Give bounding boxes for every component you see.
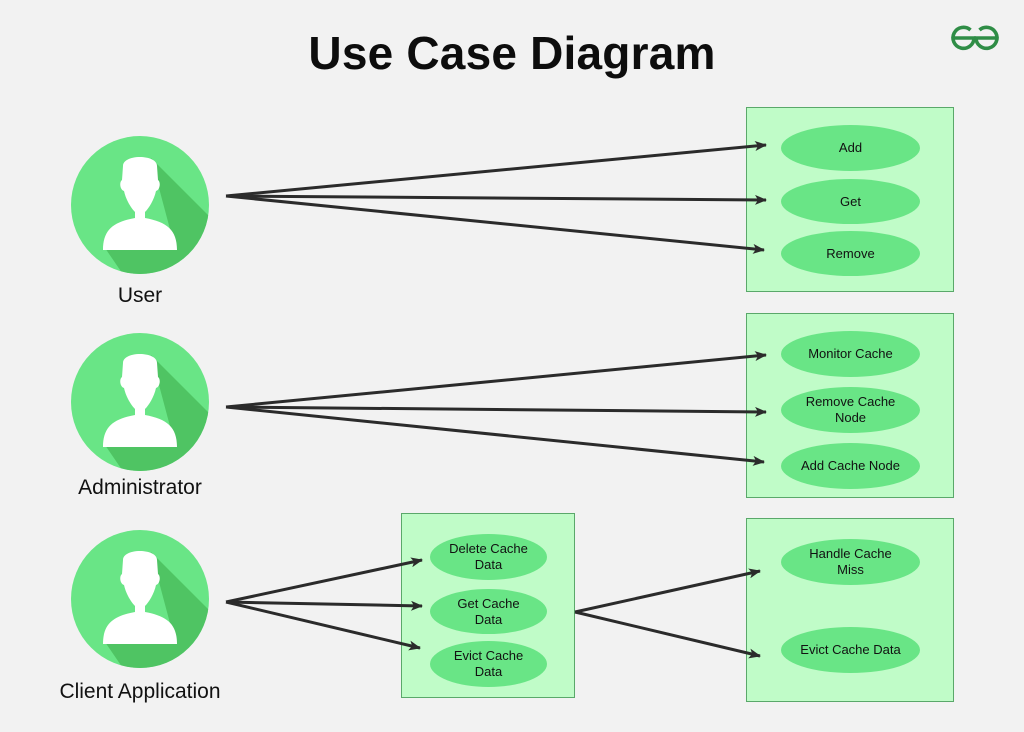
arrow-box-handle-miss bbox=[574, 568, 761, 614]
client-application-avatar-icon bbox=[71, 530, 209, 668]
system-box-client-cache-ops: Delete Cache Data Get Cache Data Evict C… bbox=[401, 513, 575, 698]
actor-label: Client Application bbox=[59, 680, 221, 703]
administrator-avatar-icon bbox=[71, 333, 209, 471]
user-avatar-icon bbox=[71, 136, 209, 274]
actor-label: Administrator bbox=[78, 476, 202, 499]
system-box-admin-cache-ops: Monitor Cache Remove Cache Node Add Cach… bbox=[746, 313, 954, 498]
arrow-client-delete bbox=[225, 557, 423, 604]
usecase-delete-cache-data[interactable]: Delete Cache Data bbox=[430, 534, 547, 580]
usecase-monitor-cache[interactable]: Monitor Cache bbox=[781, 331, 920, 377]
system-box-cache-miss-ops: Handle Cache Miss Evict Cache Data bbox=[746, 518, 954, 702]
arrow-user-remove bbox=[225, 194, 765, 254]
geeksforgeeks-logo-icon bbox=[951, 25, 999, 51]
system-box-user-cache-ops: Add Get Remove bbox=[746, 107, 954, 292]
arrow-user-add bbox=[225, 141, 767, 198]
usecase-add-cache-node[interactable]: Add Cache Node bbox=[781, 443, 920, 489]
usecase-add[interactable]: Add bbox=[781, 125, 920, 171]
arrow-admin-add-node bbox=[225, 405, 765, 466]
usecase-get[interactable]: Get bbox=[781, 179, 920, 224]
actor-label: User bbox=[117, 284, 163, 307]
arrow-box-evict bbox=[574, 610, 761, 659]
page-title: Use Case Diagram bbox=[308, 27, 716, 79]
arrow-admin-remove-node bbox=[225, 405, 767, 417]
arrow-client-get bbox=[225, 600, 423, 611]
usecase-remove[interactable]: Remove bbox=[781, 231, 920, 276]
arrow-client-evict bbox=[225, 600, 421, 651]
usecase-evict-cache-data-miss[interactable]: Evict Cache Data bbox=[781, 627, 920, 673]
usecase-remove-cache-node[interactable]: Remove Cache Node bbox=[781, 387, 920, 433]
usecase-handle-cache-miss[interactable]: Handle Cache Miss bbox=[781, 539, 920, 585]
arrow-user-get bbox=[225, 194, 767, 205]
arrow-admin-monitor bbox=[225, 351, 767, 409]
usecase-get-cache-data[interactable]: Get Cache Data bbox=[430, 589, 547, 634]
usecase-evict-cache-data[interactable]: Evict Cache Data bbox=[430, 641, 547, 687]
